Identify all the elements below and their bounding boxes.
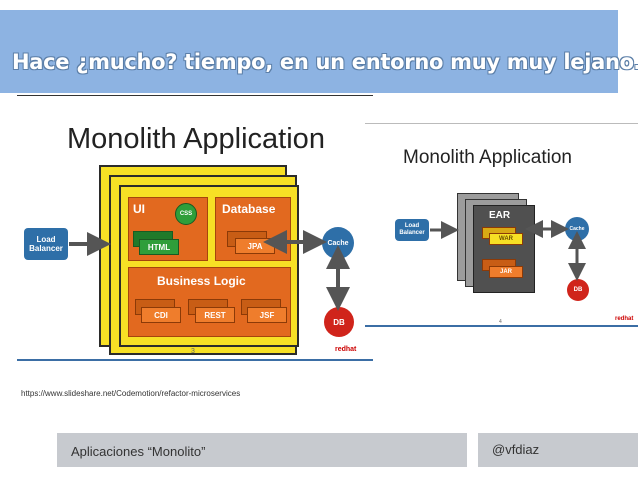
slide-bottom-rule [365,325,638,327]
ui-label: UI [133,202,145,216]
source-link[interactable]: https://www.slideshare.net/Codemotion/re… [21,389,241,398]
footer-topic-text: Aplicaciones “Monolito” [71,444,206,459]
jsf-chip: JSF [247,307,287,323]
business-logic-label: Business Logic [157,274,246,288]
slide-page-number: 3 [191,348,195,355]
diagram-title: Monolith Application [67,123,325,155]
ear-container: EAR [473,205,535,293]
diagram-title: Monolith Application [403,147,572,168]
slide-bottom-rule [17,359,373,361]
redhat-logo: redhat [335,346,357,353]
css-badge: CSS [175,203,197,225]
db-node: DB [324,307,354,337]
diagram-arrows [69,230,350,311]
slide-page-number: 4 [499,319,502,325]
monolith-diagram-right: Monolith Application EAR WAR JAR Load Ba… [365,123,638,329]
footer-author-handle: @vfdiaz [492,442,540,457]
redhat-logo: redhat [615,316,634,322]
html-chip: HTML [139,239,179,255]
load-balancer-box: Load Balancer [395,219,429,241]
rest-chip: REST [195,307,235,323]
title-banner: Hace ¿mucho? tiempo, en un entorno muy m… [0,10,638,93]
db-node: DB [567,279,589,301]
cdi-chip: CDI [141,307,181,323]
slide-top-rule [365,123,638,124]
war-chip: WAR [489,233,523,245]
monolith-diagram-left: Monolith Application UI CSS HTML Databas… [17,95,373,363]
load-balancer-box: Load Balancer [24,228,68,260]
footer-section-label: Aplicaciones “Monolito” [57,433,467,467]
database-label: Database [222,202,276,216]
footer-author: @vfdiaz [478,433,638,467]
slide-top-rule [17,95,373,96]
ear-label: EAR [489,210,511,221]
slide-title: Hace ¿mucho? tiempo, en un entorno muy m… [12,50,638,74]
jar-chip: JAR [489,266,523,278]
diagram-arrows [430,220,586,281]
